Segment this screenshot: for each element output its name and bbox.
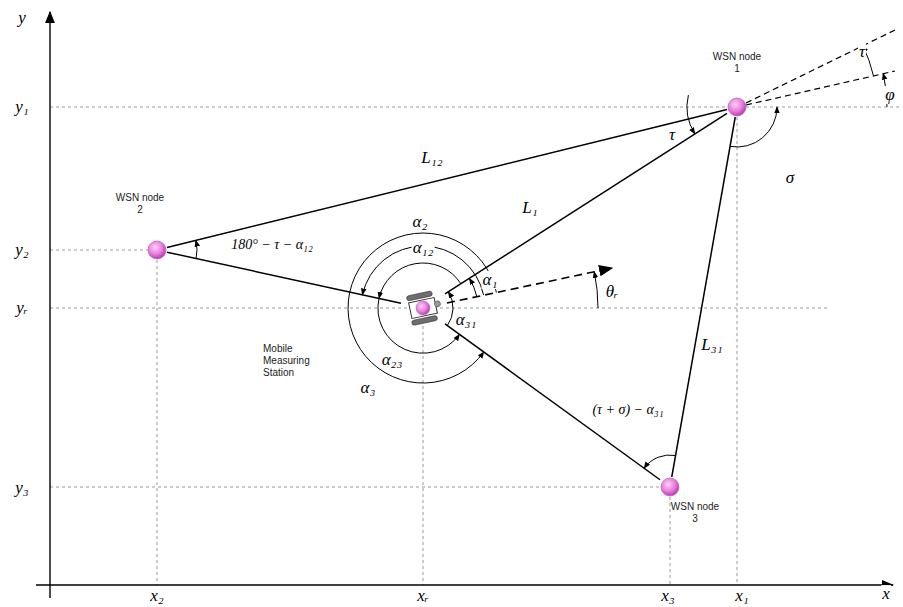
axis-label: xᵣ	[416, 587, 430, 605]
angle-label: τ	[668, 126, 676, 144]
node-circle	[727, 97, 747, 117]
angle-arc	[644, 455, 676, 468]
node-label: WSN node 1	[712, 51, 762, 75]
angle-arc	[447, 292, 453, 326]
angle-label: α₂₃	[381, 351, 404, 369]
connector-line	[672, 117, 735, 477]
axis-label: x₃	[660, 587, 675, 605]
axis-label: y₃	[14, 479, 29, 497]
wsn-node: WSN node 3	[660, 477, 680, 497]
connector-line	[167, 109, 727, 247]
axis-label: x₂	[149, 587, 164, 605]
robot-symbol	[401, 291, 445, 325]
angle-label: α₂	[412, 213, 429, 231]
connector-line	[167, 252, 401, 303]
mobile-station: Mobile Measuring Station	[401, 291, 445, 325]
angle-label: σ	[785, 169, 795, 187]
reference-rays	[746, 30, 895, 105]
angle-label: α₃₁	[455, 311, 478, 329]
axis-label: x	[881, 585, 891, 603]
angle-arc	[196, 240, 197, 258]
angle-label: α₃	[360, 379, 377, 397]
connector-line	[445, 113, 727, 294]
node-circle	[660, 477, 680, 497]
axis-label: y₂	[14, 241, 29, 259]
axis-label: x₁	[734, 587, 749, 605]
angle-arc	[348, 233, 496, 383]
node-label: WSN node 2	[115, 192, 165, 216]
edge-label: L₁	[521, 199, 538, 217]
axis-label: y	[17, 9, 27, 27]
angle-label: τ	[858, 43, 866, 61]
angle-label: (τ + σ) − α₃₁	[591, 403, 664, 418]
axis-label: yᵣ	[15, 299, 29, 317]
angle-arcs	[196, 46, 887, 469]
edge-label: L₁₂	[420, 149, 443, 167]
angle-arc	[594, 272, 598, 308]
axes	[36, 12, 893, 598]
angle-label: θᵣ	[605, 283, 620, 301]
wsn-node: WSN node 1	[727, 97, 747, 117]
wsn-node: WSN node 2	[147, 240, 167, 260]
angle-label: α₁₂	[412, 239, 435, 257]
angle-arc	[687, 95, 695, 134]
node-label: WSN node 3	[670, 501, 720, 525]
node-label: Mobile Measuring Station	[263, 343, 325, 379]
guide-lines	[50, 107, 900, 585]
angle-arc	[469, 278, 477, 296]
edge-label: L₃₁	[700, 336, 723, 354]
angle-label: 180° − τ − α₁₂	[230, 238, 314, 253]
angle-label: φ	[884, 86, 895, 104]
axis-label: y₁	[14, 98, 29, 116]
angle-label: α₁	[482, 271, 499, 289]
node-circle	[147, 240, 167, 260]
heading-arrow	[447, 268, 612, 303]
